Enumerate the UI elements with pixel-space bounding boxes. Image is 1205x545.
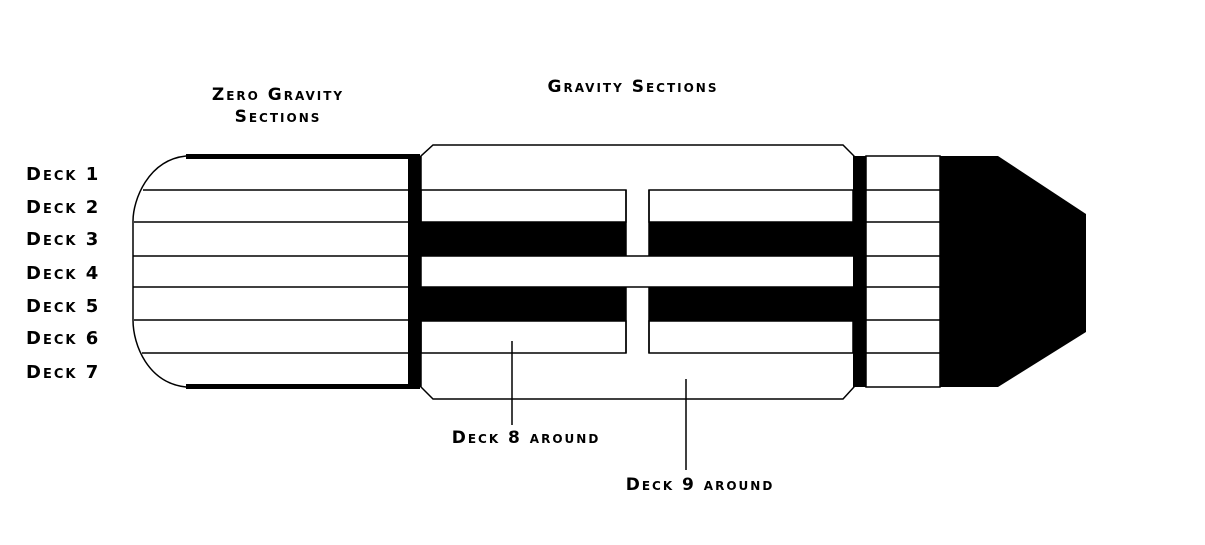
upper-right-solid-floor: [649, 222, 866, 256]
lower-right-solid-floor: [649, 287, 866, 321]
hull-bottom-strip: [186, 384, 420, 389]
deck-7-label: Deck 7: [26, 362, 100, 383]
hull-nose-outline: [132, 155, 420, 388]
upper-left-solid-floor: [421, 222, 626, 256]
forward-bulkhead: [408, 156, 421, 387]
zero-gravity-heading-line1: Zero Gravity: [212, 85, 344, 105]
deck-2-label: Deck 2: [26, 197, 100, 218]
aft-bulkhead: [853, 156, 866, 387]
deck-3-label: Deck 3: [26, 229, 100, 250]
deck-6-label: Deck 6: [26, 328, 100, 349]
lower-right-deck-room: [648, 320, 854, 354]
engine-block: [940, 156, 1086, 387]
lower-left-deck-room: [420, 320, 627, 354]
deck-9-callout-label: Deck 9 around: [626, 475, 775, 495]
lower-left-solid-floor: [421, 287, 626, 321]
deck-5-label: Deck 5: [26, 296, 100, 317]
zero-gravity-heading-line2: Sections: [235, 107, 322, 127]
gravity-sections-heading: Gravity Sections: [548, 77, 719, 97]
upper-left-deck-room: [420, 189, 627, 223]
upper-right-deck-room: [648, 189, 854, 223]
aft-deck-section: [865, 155, 941, 388]
hull-top-strip: [186, 154, 420, 159]
gravity-drum-outline: [420, 144, 855, 400]
deck-4-label: Deck 4: [26, 263, 100, 284]
deck-1-label: Deck 1: [26, 164, 100, 185]
zero-gravity-hull: [132, 154, 420, 389]
deck-8-callout-label: Deck 8 around: [452, 428, 601, 448]
